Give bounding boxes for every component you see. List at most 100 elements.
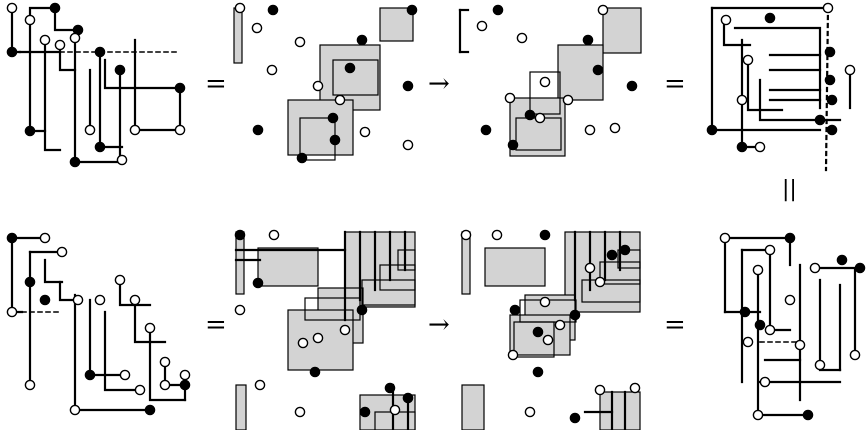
open-node xyxy=(594,384,606,396)
filled-node xyxy=(402,80,414,92)
shaded-rectangle xyxy=(257,247,319,287)
parallel-sign: || xyxy=(782,177,797,202)
path-segment xyxy=(758,78,842,122)
filled-node xyxy=(309,366,321,378)
open-node xyxy=(129,294,141,306)
shaded-rectangle xyxy=(379,7,414,42)
filled-node xyxy=(706,124,718,136)
open-node xyxy=(266,64,278,76)
arrow-row2: → xyxy=(428,310,450,340)
open-node xyxy=(24,379,36,391)
filled-node xyxy=(356,34,368,46)
open-node xyxy=(24,14,36,26)
open-node xyxy=(294,36,306,48)
path-segment xyxy=(58,43,77,72)
filled-node xyxy=(356,304,368,316)
filled-node xyxy=(492,4,504,16)
open-node xyxy=(491,229,503,241)
filled-node xyxy=(569,309,581,321)
filled-node xyxy=(606,249,618,261)
filled-node xyxy=(344,62,356,74)
path-segment xyxy=(43,38,62,152)
shaded-rectangle xyxy=(235,384,247,430)
open-node xyxy=(69,404,81,416)
filled-node xyxy=(824,74,836,86)
open-node xyxy=(849,349,861,361)
open-node xyxy=(629,382,641,394)
open-node xyxy=(476,20,488,32)
open-node xyxy=(584,124,596,136)
filled-node xyxy=(69,156,81,168)
path-segment xyxy=(148,326,187,402)
open-node xyxy=(516,32,528,44)
filled-node xyxy=(6,46,18,58)
open-node xyxy=(794,339,806,351)
open-node xyxy=(754,141,766,153)
open-node xyxy=(539,296,551,308)
open-node xyxy=(84,124,96,136)
open-node xyxy=(504,92,516,104)
outline-rectangle xyxy=(379,264,416,291)
arrow-row1: → xyxy=(428,69,450,99)
filled-node xyxy=(94,141,106,153)
filled-node xyxy=(252,277,264,289)
open-node xyxy=(179,369,191,381)
equals-sign-row1-left: = xyxy=(205,69,227,99)
open-node xyxy=(719,232,731,244)
open-node xyxy=(736,94,748,106)
open-node xyxy=(759,376,771,388)
shaded-rectangle xyxy=(319,44,381,111)
segment xyxy=(824,6,830,172)
filled-node xyxy=(592,64,604,76)
shaded-rectangle xyxy=(602,7,642,54)
open-node xyxy=(389,404,401,416)
path-segment xyxy=(746,58,784,112)
open-node xyxy=(297,337,309,349)
shaded-rectangle xyxy=(461,231,471,295)
shaded-rectangle xyxy=(233,7,243,64)
open-node xyxy=(720,14,732,26)
filled-node xyxy=(532,326,544,338)
open-node xyxy=(752,409,764,421)
open-node xyxy=(114,274,126,286)
filled-node xyxy=(619,244,631,256)
path-segment xyxy=(10,236,24,314)
open-node xyxy=(251,22,263,34)
path-segment xyxy=(43,258,64,284)
outline-rectangle xyxy=(332,59,379,96)
open-node xyxy=(814,359,826,371)
outline-rectangle xyxy=(581,279,641,303)
outline-rectangle xyxy=(513,321,555,358)
filled-node xyxy=(49,2,61,14)
filled-node xyxy=(84,369,96,381)
filled-node xyxy=(24,276,36,288)
open-node xyxy=(542,334,554,346)
filled-node xyxy=(329,134,341,146)
filled-node xyxy=(24,125,36,137)
equals-sign-row2-right: = xyxy=(664,310,686,340)
open-node xyxy=(562,94,574,106)
filled-node xyxy=(539,229,551,241)
filled-node xyxy=(736,141,748,153)
open-node xyxy=(524,406,536,418)
filled-node xyxy=(824,46,836,58)
shaded-rectangle xyxy=(484,247,546,287)
open-node xyxy=(402,139,414,151)
path-segment xyxy=(53,6,80,32)
open-node xyxy=(174,124,186,136)
path-segment xyxy=(58,280,80,302)
open-node xyxy=(134,384,146,396)
filled-node xyxy=(252,124,264,136)
open-node xyxy=(507,349,519,361)
outline-rectangle xyxy=(599,261,641,285)
filled-node xyxy=(174,82,186,94)
open-node xyxy=(294,406,306,418)
filled-node xyxy=(764,12,776,24)
filled-node xyxy=(524,109,536,121)
filled-node xyxy=(802,409,814,421)
filled-node xyxy=(814,114,826,126)
equals-sign-row2-left: = xyxy=(205,310,227,340)
filled-node xyxy=(754,319,766,331)
open-node xyxy=(72,294,84,306)
